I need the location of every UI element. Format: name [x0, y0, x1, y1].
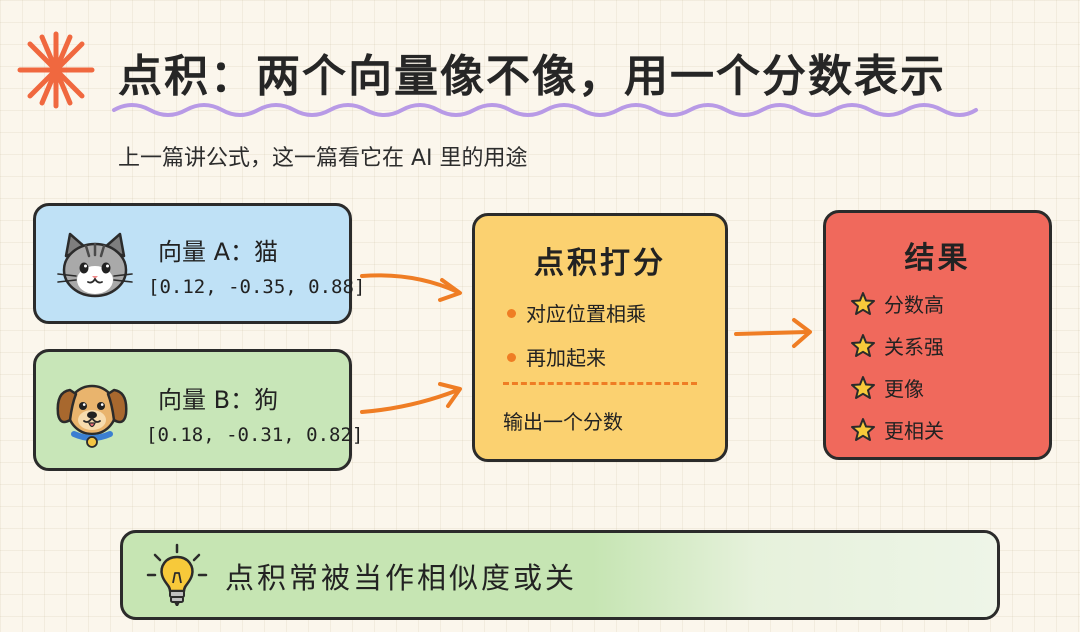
dot-product-card: 点积打分 对应位置相乘 再加起来 输出一个分数 — [472, 213, 728, 462]
dot-step-1: 对应位置相乘 — [507, 298, 646, 327]
dot-step-2: 再加起来 — [507, 342, 606, 371]
star-icon — [851, 333, 875, 357]
vector-b-values: [0.18, -0.31, 0.82] — [146, 424, 364, 446]
sunburst-icon — [17, 31, 95, 109]
note-fade-overlay — [593, 533, 997, 617]
page-title: 点积：两个向量像不像，用一个分数表示 — [118, 51, 946, 102]
vector-b-title: 向量 B：狗 — [158, 386, 279, 414]
note-text: 点积常被当作相似度或关 — [225, 561, 578, 595]
note-banner: 点积常被当作相似度或关 — [120, 530, 1000, 620]
bullet-icon — [507, 309, 516, 318]
dog-icon — [56, 384, 128, 448]
result-item-4-label: 更相关 — [884, 419, 944, 443]
result-item-4: 更相关 — [850, 415, 944, 444]
vector-a-card: 向量 A：猫 [0.12, -0.35, 0.88] — [33, 203, 365, 324]
bullet-icon — [507, 353, 516, 362]
result-item-1: 分数高 — [850, 289, 944, 318]
result-item-3-label: 更像 — [884, 377, 924, 401]
result-item-1-label: 分数高 — [884, 293, 944, 317]
arrow-dot-to-result — [734, 318, 812, 348]
star-icon — [851, 291, 875, 315]
cat-icon — [57, 232, 133, 298]
page-subtitle: 上一篇讲公式，这一篇看它在 AI 里的用途 — [118, 146, 528, 171]
result-item-3: 更像 — [850, 373, 924, 402]
star-icon — [851, 417, 875, 441]
star-icon — [851, 375, 875, 399]
result-item-2: 关系强 — [850, 331, 944, 360]
wavy-underline — [112, 103, 978, 117]
arrow-b-to-dot — [360, 382, 462, 414]
dot-product-title: 点积打分 — [534, 246, 666, 281]
vector-a-values: [0.12, -0.35, 0.88] — [148, 276, 366, 298]
result-item-2-label: 关系强 — [884, 335, 944, 359]
vector-a-title: 向量 A：猫 — [158, 238, 279, 266]
lightbulb-icon — [146, 543, 208, 606]
result-title: 结果 — [904, 241, 971, 276]
arrow-a-to-dot — [360, 273, 462, 302]
result-card: 结果 分数高 关系强 更像 更相关 — [823, 210, 1052, 460]
dashed-divider — [503, 382, 697, 385]
vector-b-card: 向量 B：狗 [0.18, -0.31, 0.82] — [33, 349, 363, 471]
dot-step-1-label: 对应位置相乘 — [526, 302, 646, 326]
dot-output: 输出一个分数 — [503, 410, 623, 434]
dot-step-2-label: 再加起来 — [526, 346, 606, 370]
